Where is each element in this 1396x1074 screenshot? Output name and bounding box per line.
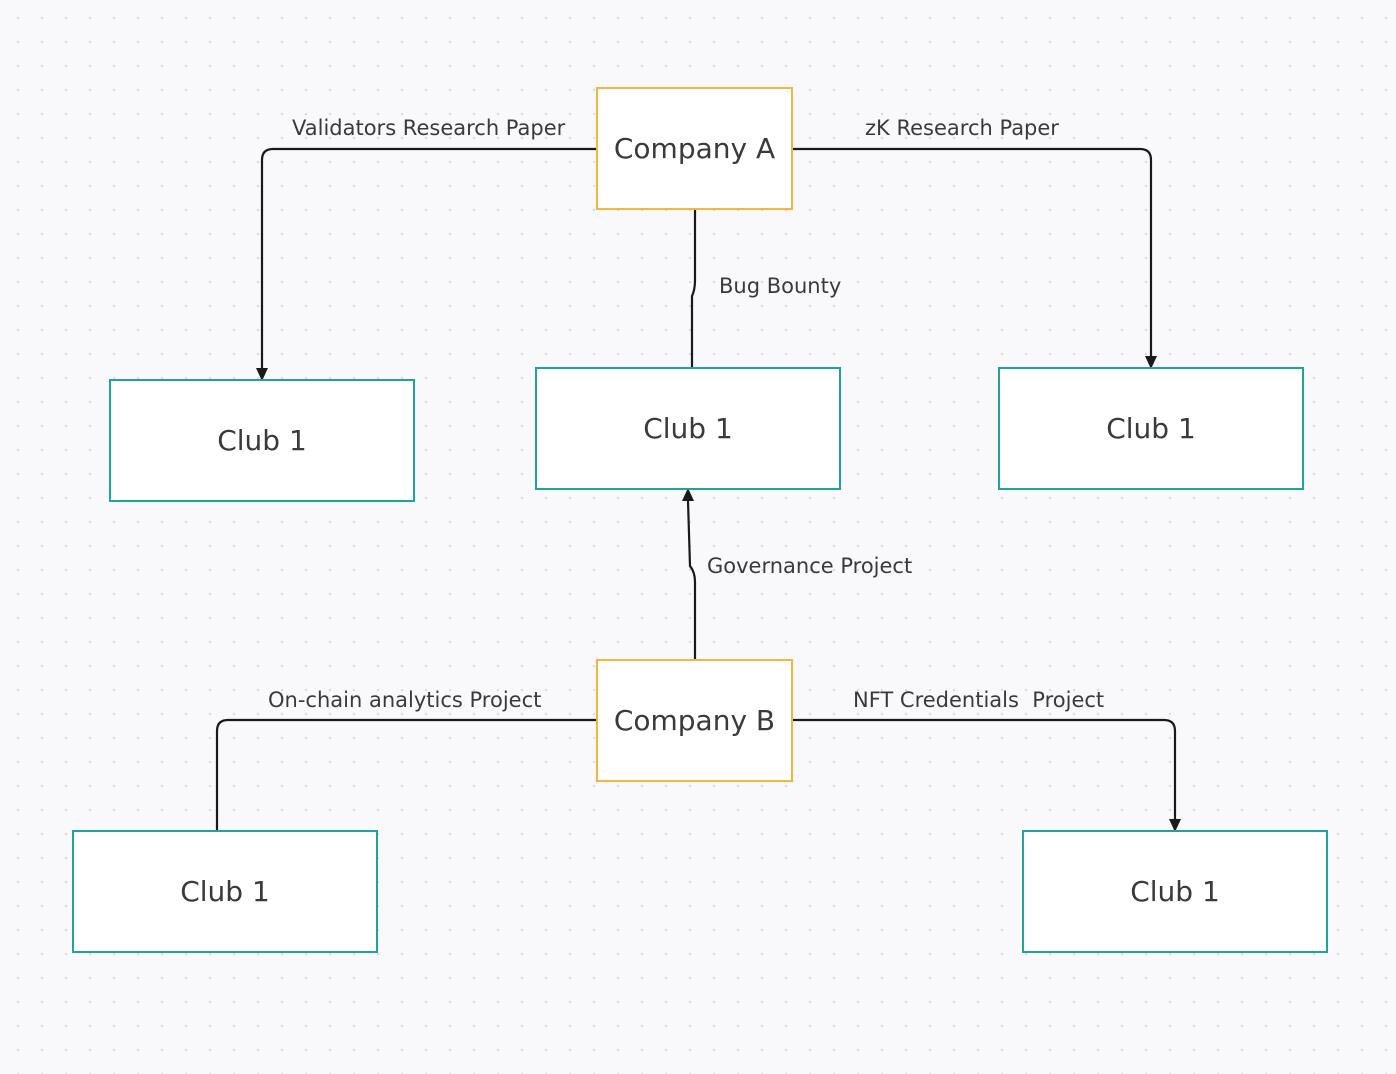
connector-zk[interactable] — [792, 147, 1153, 356]
node-club-left-top[interactable]: Club 1 — [109, 379, 415, 502]
node-company-b-label: Company B — [613, 704, 776, 737]
connector-nft[interactable] — [792, 718, 1177, 819]
edge-label-bug-bounty[interactable]: Bug Bounty — [719, 274, 842, 298]
arrowhead-zk — [1145, 356, 1157, 369]
node-club-right-bottom-label: Club 1 — [1130, 875, 1220, 908]
node-club-center-top[interactable]: Club 1 — [535, 367, 841, 490]
node-club-right-top-label: Club 1 — [1106, 412, 1196, 445]
node-club-center-top-label: Club 1 — [643, 412, 733, 445]
node-company-b[interactable]: Company B — [596, 659, 793, 782]
connector-bug-bounty[interactable] — [690, 209, 697, 379]
connector-onchain[interactable] — [215, 718, 597, 832]
edge-label-governance[interactable]: Governance Project — [707, 554, 913, 578]
arrowhead-nft — [1169, 819, 1181, 832]
node-club-left-top-label: Club 1 — [217, 424, 307, 457]
connector-governance[interactable] — [686, 500, 697, 660]
node-club-right-bottom[interactable]: Club 1 — [1022, 830, 1328, 953]
node-club-left-bottom[interactable]: Club 1 — [72, 830, 378, 953]
arrowhead-governance — [682, 488, 694, 501]
node-company-a-label: Company A — [613, 132, 776, 165]
edge-label-onchain[interactable]: On-chain analytics Project — [268, 688, 542, 712]
edge-label-validators[interactable]: Validators Research Paper — [292, 116, 566, 140]
arrowhead-validators — [256, 368, 268, 381]
node-club-right-top[interactable]: Club 1 — [998, 367, 1304, 490]
node-club-left-bottom-label: Club 1 — [180, 875, 270, 908]
node-company-a[interactable]: Company A — [596, 87, 793, 210]
connector-validators[interactable] — [260, 147, 597, 368]
edge-label-zk[interactable]: zK Research Paper — [865, 116, 1059, 140]
edge-label-nft[interactable]: NFT Credentials Project — [853, 688, 1105, 712]
